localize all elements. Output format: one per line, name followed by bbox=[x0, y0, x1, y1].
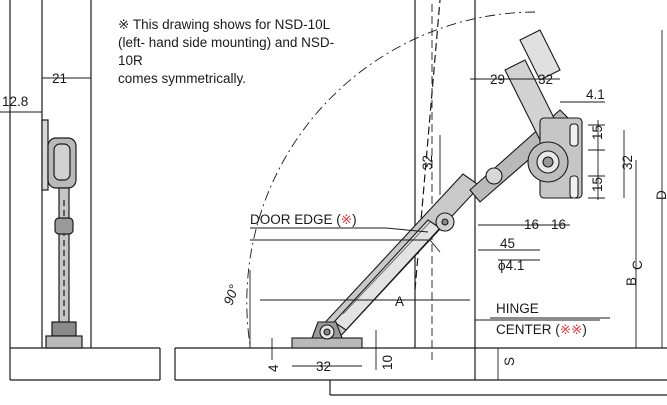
dim-32-top: 32 bbox=[538, 72, 553, 87]
note-line-2: (left- hand side mounting) and NSD-10R bbox=[118, 35, 335, 68]
dim-15-bottom: 15 bbox=[590, 177, 605, 192]
hinge-label: HINGE bbox=[496, 301, 539, 316]
dim-21: 21 bbox=[52, 71, 67, 86]
dim-45: 45 bbox=[500, 236, 515, 251]
dim-32-right: 32 bbox=[620, 155, 635, 170]
dim-16-a: 16 bbox=[524, 217, 539, 232]
dim-a: A bbox=[395, 294, 404, 309]
note-line-1: ※ This drawing shows for NSD-10L bbox=[118, 17, 331, 32]
dim-10: 10 bbox=[380, 355, 395, 370]
mounting-note: ※ This drawing shows for NSD-10L (left- … bbox=[118, 16, 348, 88]
angle-90: 90° bbox=[221, 282, 242, 307]
dimension-lines bbox=[249, 30, 663, 380]
door-edge-label: DOOR EDGE (※) bbox=[250, 212, 357, 227]
dim-29: 29 bbox=[490, 72, 505, 87]
note-line-3: comes symmetrically. bbox=[118, 71, 247, 86]
dim-32-base: 32 bbox=[316, 359, 331, 374]
dim-d: D bbox=[654, 190, 667, 200]
dim-32-left: 32 bbox=[420, 155, 435, 170]
dim-4-1: 4.1 bbox=[586, 87, 605, 102]
hinge-center-label: CENTER (※※) bbox=[496, 322, 587, 337]
dim-phi-4-1: ϕ4.1 bbox=[498, 258, 524, 273]
dim-16-b: 16 bbox=[551, 217, 566, 232]
side-view bbox=[9, 0, 161, 381]
dim-s: S bbox=[502, 357, 517, 366]
dim-12-8: 12.8 bbox=[2, 94, 28, 109]
cabinet-body bbox=[174, 0, 667, 396]
dim-b: B bbox=[624, 277, 639, 286]
dim-4: 4 bbox=[266, 364, 281, 372]
dim-15-top: 15 bbox=[590, 125, 605, 140]
side-dimension-lines bbox=[0, 70, 91, 120]
dim-c: C bbox=[630, 260, 645, 270]
